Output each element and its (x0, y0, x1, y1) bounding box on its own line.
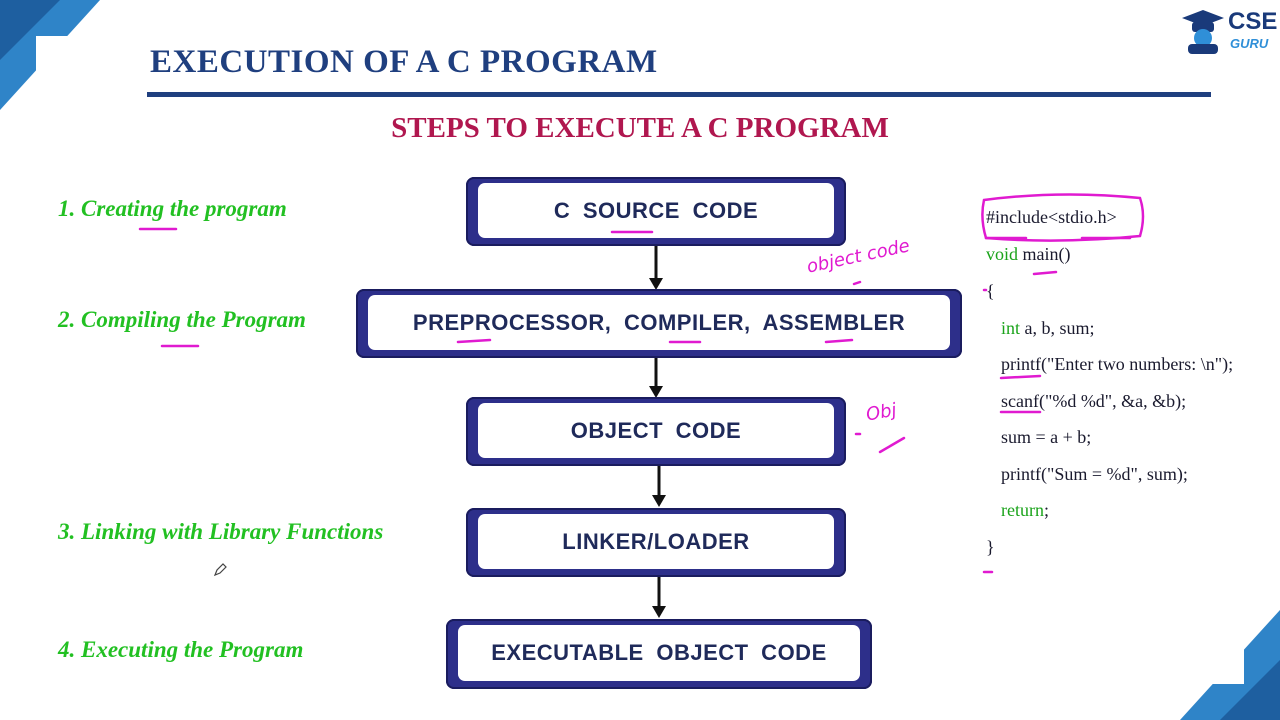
step-label-compiling: 2. Compiling the Program (58, 307, 306, 332)
code-text: ; (1043, 500, 1049, 520)
graduate-cap-icon (1182, 10, 1224, 54)
code-line-sum: sum = a + b; (1001, 427, 1091, 448)
code-line-main: void main() (986, 244, 1071, 265)
flow-box-label: LINKER/LOADER (478, 514, 834, 569)
code-line-printf-prompt: printf("Enter two numbers: \n"); (1001, 354, 1233, 375)
code-line-printf-sum: printf("Sum = %d", sum); (1001, 464, 1188, 485)
diagram-subtitle: STEPS TO EXECUTE A C PROGRAM (391, 112, 889, 144)
code-line-close-brace: } (986, 537, 995, 558)
code-line-return: return; (1001, 500, 1049, 521)
code-keyword: int (1001, 318, 1021, 338)
corner-decoration-bottom-right (1180, 610, 1280, 720)
step-label-linking: 3. Linking with Library Functions (58, 519, 384, 544)
code-text: printf("Enter two numbers: \n"); (1001, 354, 1234, 374)
code-keyword: void (986, 244, 1019, 264)
code-text: scanf("%d %d", &a, &b); (1001, 391, 1187, 411)
flow-box-source-code: C SOURCE CODE (466, 177, 846, 246)
flow-box-label: OBJECT CODE (478, 403, 834, 458)
code-text: #include<stdio.h> (986, 207, 1117, 227)
code-text: } (986, 537, 995, 557)
pen-cursor-icon (213, 563, 227, 577)
step-label-creating: 1. Creating the program (58, 196, 287, 221)
flow-box-linker-loader: LINKER/LOADER (466, 508, 846, 577)
code-line-declaration: int a, b, sum; (1001, 318, 1095, 339)
flow-box-label: EXECUTABLE OBJECT CODE (458, 625, 860, 681)
code-line-include: #include<stdio.h> (986, 207, 1117, 228)
code-line-scanf: scanf("%d %d", &a, &b); (1001, 391, 1186, 412)
corner-decoration-top-left (0, 0, 100, 110)
code-text: { (986, 281, 995, 301)
logo-sub-text: GURU (1230, 36, 1269, 51)
logo-main-text: CSE (1228, 8, 1278, 35)
code-keyword: return (1001, 500, 1044, 520)
flow-box-label: C SOURCE CODE (478, 183, 834, 238)
title-divider (147, 92, 1211, 97)
code-line-open-brace: { (986, 281, 995, 302)
cse-guru-logo: CSE GURU (1180, 4, 1278, 56)
page-title: EXECUTION OF A C PROGRAM (150, 44, 658, 80)
code-text: sum = a + b; (1001, 427, 1092, 447)
flow-box-executable: EXECUTABLE OBJECT CODE (446, 619, 872, 689)
step-label-executing: 4. Executing the Program (58, 637, 304, 662)
code-text: main() (1018, 244, 1071, 264)
flow-box-object-code: OBJECT CODE (466, 397, 846, 466)
code-text: a, b, sum; (1020, 318, 1095, 338)
code-text: printf("Sum = %d", sum); (1001, 464, 1188, 484)
